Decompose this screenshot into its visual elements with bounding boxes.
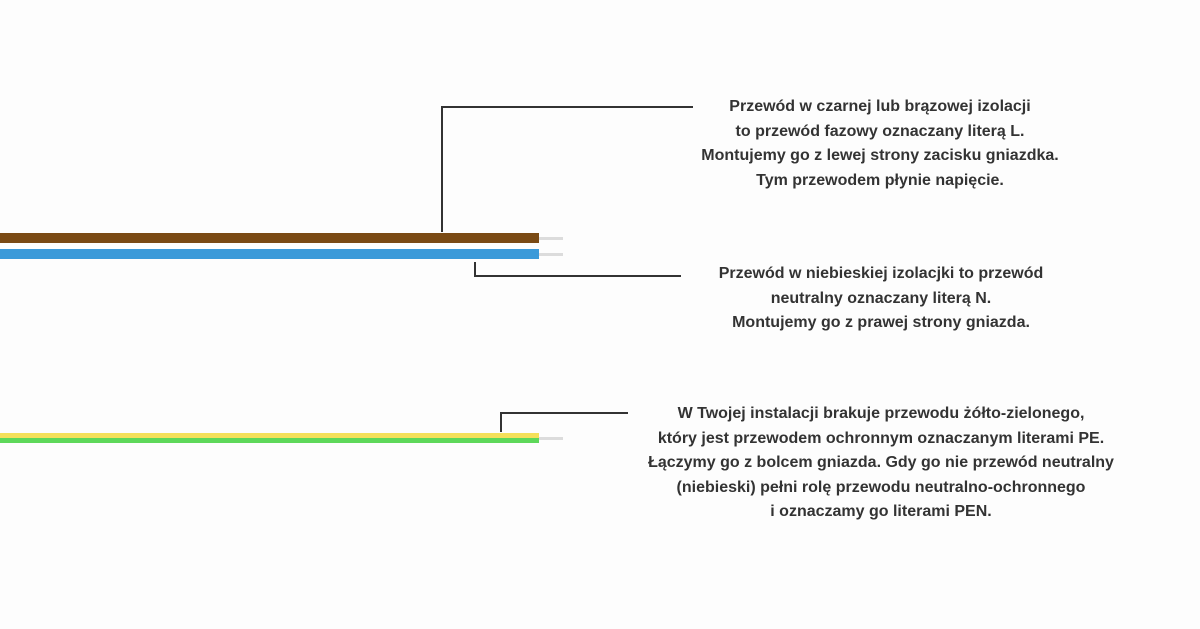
callout-line: Łączymy go z bolcem gniazda. Gdy go nie … <box>648 454 1114 471</box>
phase-leader-vertical <box>441 106 443 232</box>
phase-wire-brown <box>0 233 539 243</box>
protective-callout: W Twojej instalacji brakuje przewodu żół… <box>648 402 1114 525</box>
callout-line: (niebieski) pełni rolę przewodu neutraln… <box>676 478 1086 496</box>
callout-line: Przewód w niebieskiej izolacjki to przew… <box>718 265 1044 282</box>
callout-line: Montujemy go z lewej strony zacisku gnia… <box>701 147 1059 164</box>
callout-line: który jest przewodem ochronnym oznaczany… <box>657 429 1105 447</box>
phase-callout: Przewód w czarnej lub brązowej izolacji … <box>701 95 1058 193</box>
callout-line: Montujemy go z prawej strony gniazda. <box>732 314 1030 331</box>
callout-line: Przewód w czarnej lub brązowej izolacji <box>729 98 1031 115</box>
neutral-wire-blue <box>0 249 539 259</box>
pe-leader-horizontal <box>500 412 628 414</box>
phase-leader-horizontal <box>441 106 693 108</box>
phase-wire-conductor <box>539 237 563 240</box>
neutral-wire-conductor <box>539 253 563 256</box>
callout-line: Tym przewodem płynie napięcie. <box>756 171 1004 189</box>
callout-line: W Twojej instalacji brakuje przewodu żół… <box>677 405 1085 422</box>
pe-wire-yellow-green <box>0 433 539 443</box>
callout-line: to przewód fazowy oznaczany literą L. <box>735 122 1025 140</box>
neutral-callout: Przewód w niebieskiej izolacjki to przew… <box>719 262 1044 336</box>
pe-wire-conductor <box>539 437 563 440</box>
callout-line: i oznaczamy go literami PEN. <box>770 503 992 520</box>
neutral-leader-horizontal <box>474 275 681 277</box>
pe-leader-vertical <box>500 412 502 432</box>
neutral-leader-vertical <box>474 262 476 277</box>
callout-line: neutralny oznaczany literą N. <box>770 289 992 307</box>
